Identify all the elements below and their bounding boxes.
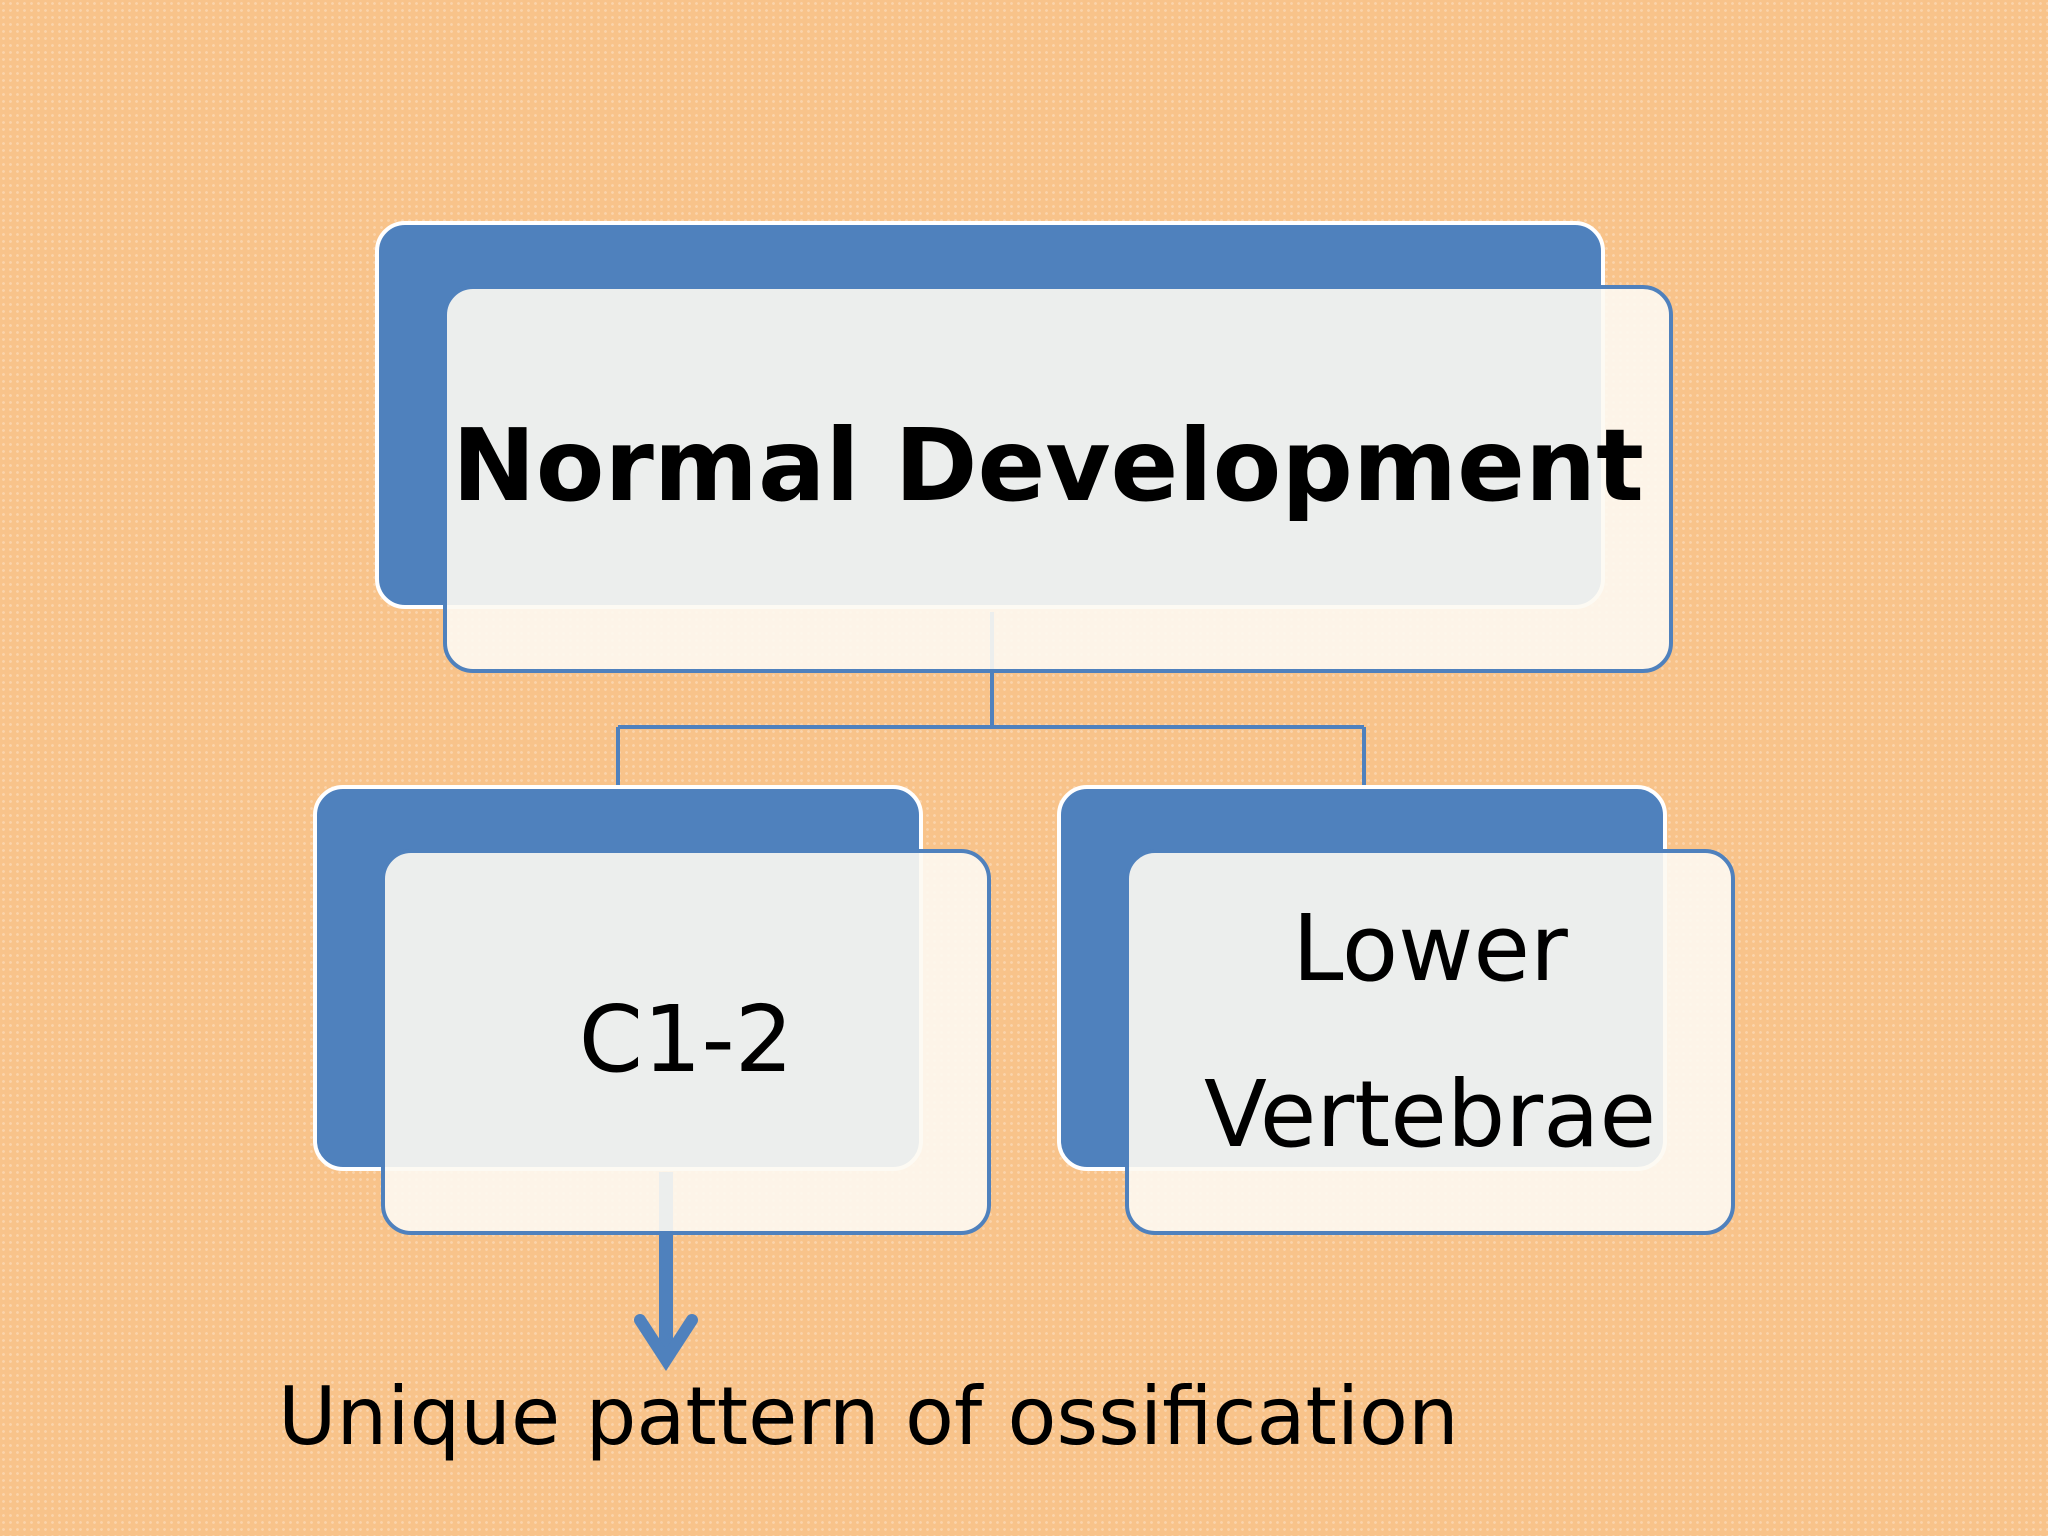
root-label: Normal Development [452, 406, 1644, 524]
lower-vertebrae-box: Lower Vertebrae [1125, 849, 1735, 1235]
c12-box: C1-2 [381, 849, 991, 1235]
ossification-note: Unique pattern of ossification [278, 1370, 1459, 1463]
lower-vertebrae-label: Lower Vertebrae [1203, 895, 1657, 1168]
c12-label: C1-2 [578, 985, 794, 1093]
note-arrow-head [634, 1314, 698, 1372]
root-box: Normal Development [443, 285, 1673, 673]
